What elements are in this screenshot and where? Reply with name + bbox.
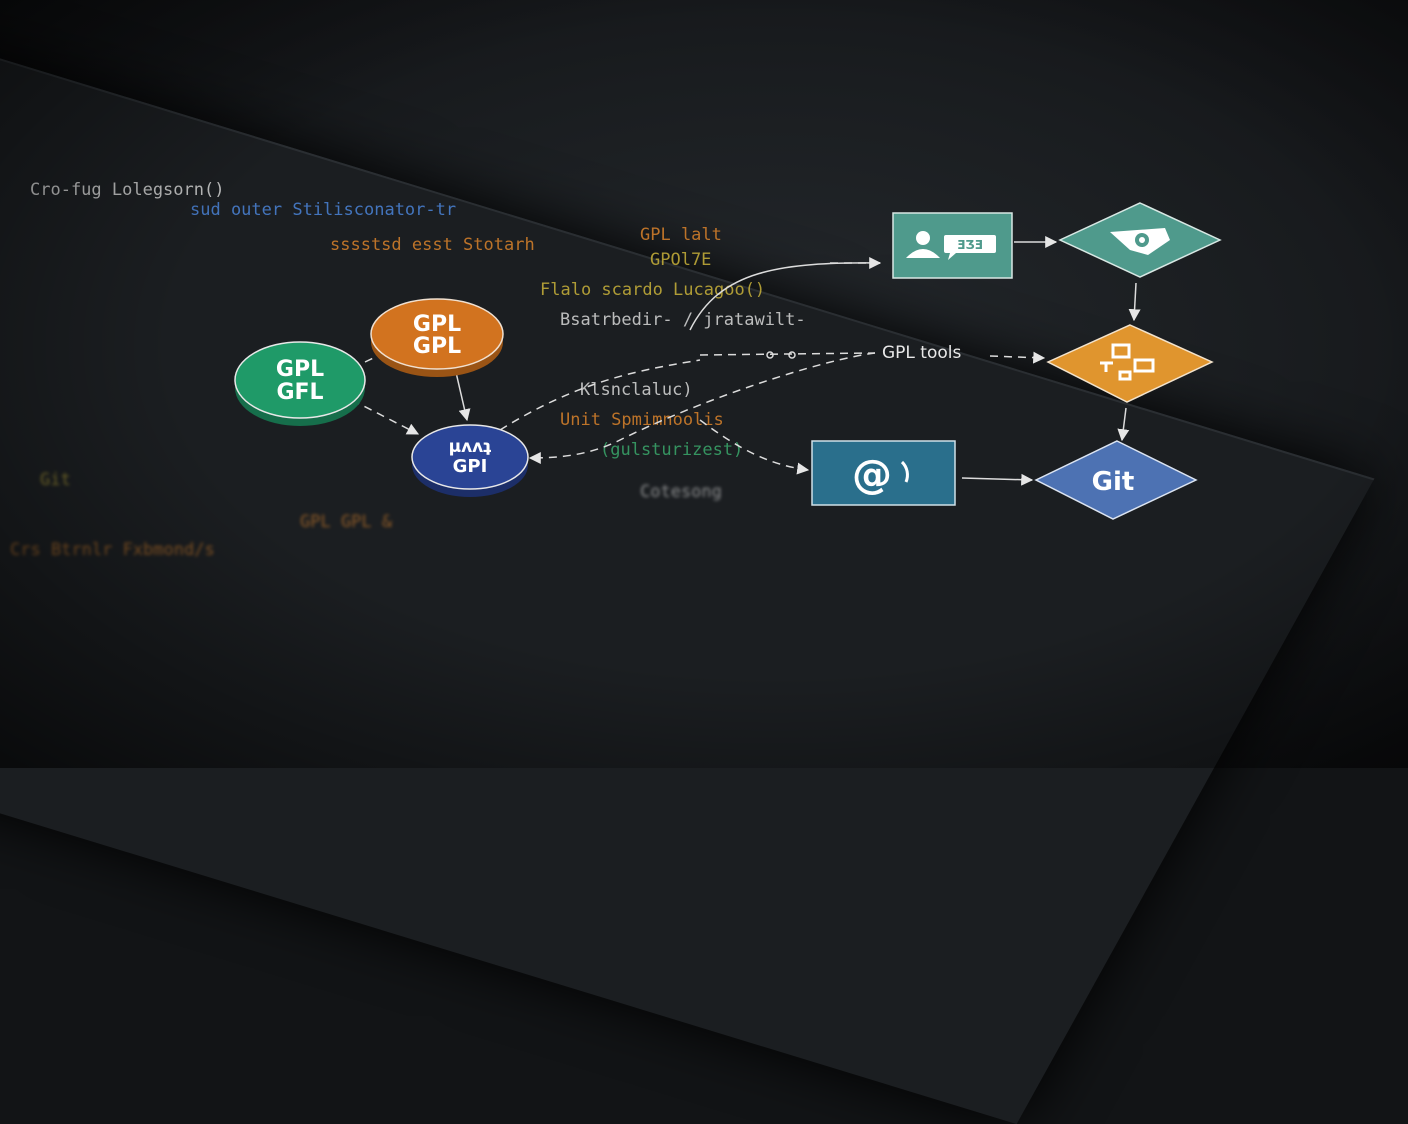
edge-orange-blue bbox=[454, 367, 471, 422]
edge-tools-network bbox=[989, 351, 1046, 364]
network-diamond-node[interactable] bbox=[1046, 324, 1214, 403]
node-label: µʌʌʇ bbox=[449, 437, 492, 457]
node-body bbox=[1046, 324, 1214, 403]
edge-code-at bbox=[699, 419, 810, 475]
user-chat-node[interactable]: ƎƷƎ bbox=[892, 212, 1013, 279]
edge-network-git bbox=[1117, 407, 1130, 442]
orange-circle-node[interactable]: GPL GPL bbox=[370, 298, 504, 377]
edge-dotted bbox=[699, 352, 876, 356]
git-label: Git bbox=[1092, 467, 1135, 497]
edge-blue-code bbox=[499, 359, 701, 431]
green-circle-node[interactable]: GPL GFL bbox=[234, 341, 366, 426]
edge-dot bbox=[788, 351, 796, 359]
flow-diagram: GPL GFL GPL GPL µʌʌʇ GPI ƎƷƎ bbox=[234, 202, 1222, 520]
node-label: GPL bbox=[413, 334, 461, 359]
git-diamond-node[interactable]: Git bbox=[1034, 440, 1198, 520]
edge-dot bbox=[766, 351, 774, 359]
edge-label-gpl-tools: GPL tools bbox=[882, 343, 961, 363]
node-label: GPI bbox=[453, 456, 488, 477]
edge-at-git bbox=[961, 473, 1034, 486]
node-label: GPL bbox=[276, 357, 324, 382]
camera-diamond-node[interactable] bbox=[1058, 202, 1222, 278]
at-sync-node[interactable]: @ bbox=[811, 440, 956, 506]
edge-camera-network bbox=[1128, 282, 1141, 322]
badge-text: ƎƷƎ bbox=[957, 238, 983, 252]
svg-text:@: @ bbox=[852, 452, 892, 498]
edge-green-blue bbox=[351, 399, 420, 435]
blue-circle-node[interactable]: µʌʌʇ GPI bbox=[411, 424, 529, 497]
node-label: GFL bbox=[276, 380, 323, 405]
edge-code-user bbox=[689, 262, 881, 331]
